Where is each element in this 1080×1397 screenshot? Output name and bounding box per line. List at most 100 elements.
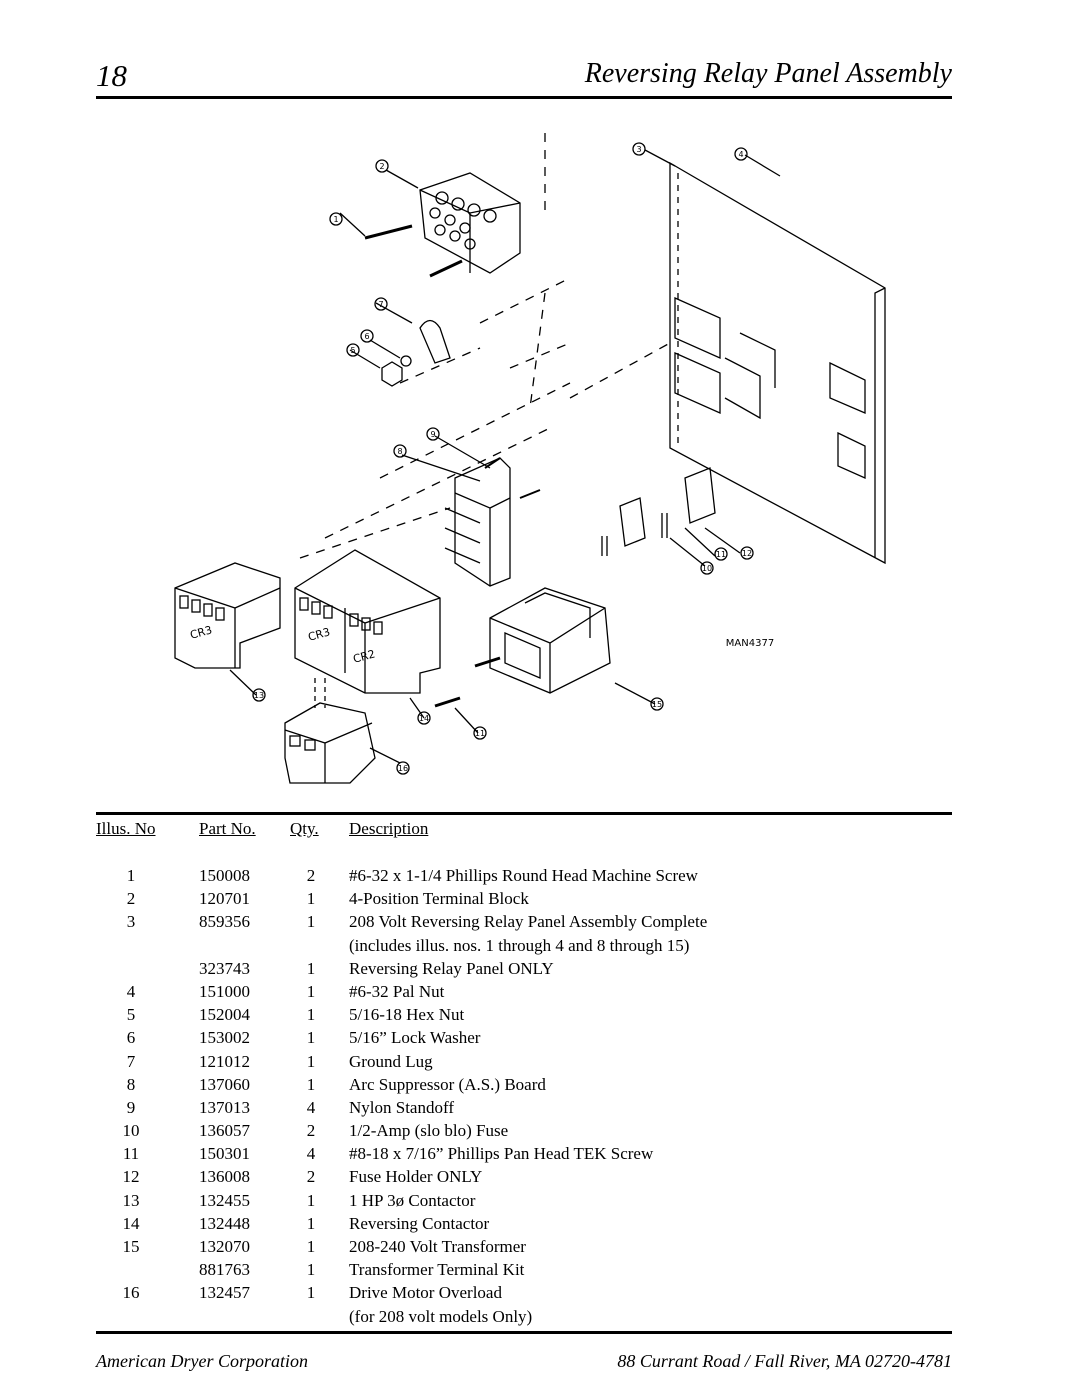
header-qty: Qty. (290, 819, 319, 838)
description-cell: Fuse Holder ONLY (349, 1167, 483, 1187)
relay-panel (669, 161, 886, 565)
description-cell: Arc Suppressor (A.S.) Board (349, 1074, 546, 1094)
table-row: (for 208 volt models Only) (0, 1305, 1080, 1328)
table-rule (96, 812, 952, 815)
callout-13: 13 (254, 691, 264, 700)
footer-address: 88 Currant Road / Fall River, MA 02720-4… (617, 1351, 952, 1371)
qty-cell: 1 (306, 981, 316, 1001)
part-cell: 120701 (199, 889, 250, 909)
description-cell: 208 Volt Reversing Relay Panel Assembly … (349, 912, 708, 932)
callout-8: 8 (397, 447, 402, 456)
part-cell: 323743 (199, 958, 250, 978)
description-cell: Drive Motor Overload (349, 1283, 502, 1303)
description-cell: 1/2-Amp (slo blo) Fuse (349, 1121, 509, 1141)
part-cell: 132457 (199, 1283, 250, 1303)
description-cell: Reversing Relay Panel ONLY (349, 958, 554, 978)
description-cell: Ground Lug (349, 1051, 433, 1071)
page-title: Reversing Relay Panel Assembly (584, 58, 952, 89)
illus-cell: 9 (126, 1097, 136, 1117)
part-cell: 132448 (199, 1213, 250, 1233)
part-cell: 137013 (199, 1097, 250, 1117)
illus-cell: 4 (126, 981, 136, 1001)
description-cell: (for 208 volt models Only) (349, 1306, 533, 1326)
header-illus: Illus. No (96, 819, 156, 838)
callout-10: 10 (702, 564, 712, 573)
callout-4: 4 (738, 150, 743, 159)
callout-2: 2 (379, 162, 384, 171)
illus-cell: 1 (126, 866, 136, 885)
contactor-cr3 (174, 562, 281, 669)
part-cell: 881763 (199, 1260, 250, 1280)
header-rule (96, 96, 952, 99)
description-cell: (includes illus. nos. 1 through 4 and 8 … (349, 935, 690, 955)
part-cell: 136008 (199, 1167, 250, 1187)
qty-cell: 1 (306, 1074, 316, 1094)
qty-cell: 1 (306, 1283, 316, 1303)
part-cell: 137060 (199, 1074, 250, 1094)
callout-12: 12 (742, 549, 752, 558)
qty-cell: 1 (306, 912, 316, 932)
drawing-id: MAN4377 (726, 638, 774, 649)
qty-cell: 4 (306, 1144, 316, 1164)
fuse-holder (619, 497, 646, 547)
illus-cell: 2 (126, 889, 136, 909)
table-row: 12 136008 2 Fuse Holder ONLY (0, 1165, 1080, 1188)
illus-cell: 7 (126, 1051, 136, 1071)
transformer (489, 587, 611, 694)
footer-company: American Dryer Corporation (96, 1351, 308, 1371)
description-cell: Transformer Terminal Kit (349, 1260, 525, 1280)
table-row: (includes illus. nos. 1 through 4 and 8 … (0, 934, 1080, 957)
relay-label-cr3-b: CR3 (307, 625, 332, 643)
illus-cell: 14 (122, 1213, 140, 1233)
callout-14: 14 (419, 714, 429, 723)
part-cell: 150008 (199, 866, 250, 885)
description-cell: 208-240 Volt Transformer (349, 1237, 526, 1256)
table-row: 2 120701 1 4-Position Terminal Block (0, 887, 1080, 910)
illus-cell: 3 (126, 912, 136, 932)
description-cell: 1 HP 3ø Contactor (349, 1190, 476, 1210)
exploded-parts-diagram: 1 2 3 4 5 6 7 8 9 10 11 12 13 14 11 15 1… (174, 133, 886, 784)
callout-16: 16 (398, 764, 408, 773)
illus-cell: 13 (122, 1190, 140, 1210)
terminal-block (419, 172, 521, 274)
qty-cell: 1 (306, 1005, 316, 1025)
illus-cell: 5 (126, 1005, 136, 1025)
qty-cell: 2 (306, 866, 316, 885)
table-row: 881763 1 Transformer Terminal Kit (0, 1258, 1080, 1281)
table-row: 13 132455 1 1 HP 3ø Contactor (0, 1189, 1080, 1212)
description-cell: #8-18 x 7/16” Phillips Pan Head TEK Scre… (349, 1144, 654, 1164)
illus-cell: 11 (122, 1144, 140, 1164)
illus-cell: 15 (122, 1237, 140, 1256)
drive-motor-overload (284, 702, 376, 784)
arc-suppressor-board (454, 457, 511, 587)
callout-9: 9 (430, 430, 435, 439)
qty-cell: 1 (306, 1260, 316, 1280)
part-cell: 132455 (199, 1190, 250, 1210)
page-number: 18 (96, 58, 127, 93)
description-cell: #6-32 Pal Nut (349, 981, 445, 1001)
callout-6: 6 (364, 332, 369, 341)
illus-cell: 6 (126, 1028, 136, 1048)
qty-cell: 1 (306, 1190, 316, 1210)
qty-cell: 1 (306, 958, 316, 978)
part-cell: 859356 (199, 912, 250, 932)
illus-cell: 12 (122, 1167, 140, 1187)
relay-label-cr3-a: CR3 (189, 623, 214, 641)
table-row: 7 121012 1 Ground Lug (0, 1050, 1080, 1073)
reversing-contactor (294, 549, 441, 694)
qty-cell: 1 (306, 1237, 316, 1256)
qty-cell: 1 (306, 889, 316, 909)
description-cell: 4-Position Terminal Block (349, 889, 529, 909)
qty-cell: 1 (306, 1051, 316, 1071)
qty-cell: 2 (306, 1167, 316, 1187)
part-cell: 153002 (199, 1028, 250, 1048)
part-cell: 121012 (199, 1051, 250, 1071)
